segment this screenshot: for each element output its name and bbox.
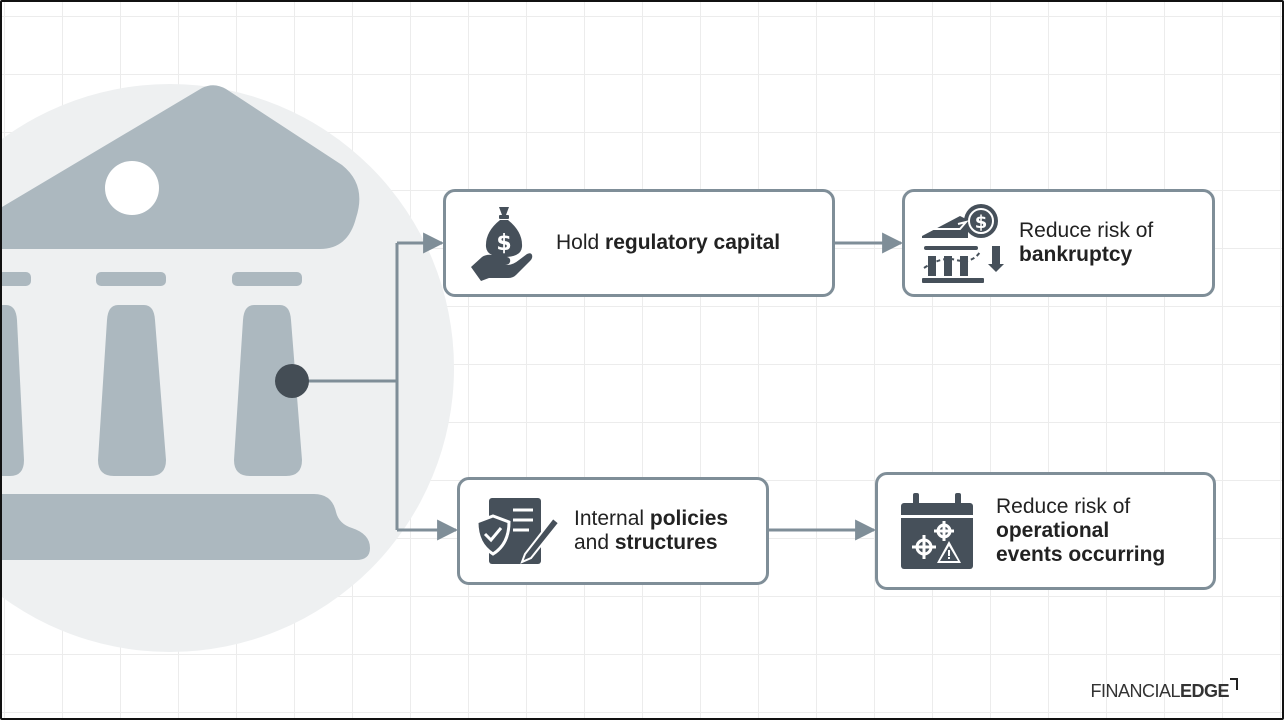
node-label: Reduce risk of operational events occurr… bbox=[996, 495, 1166, 566]
money-bag-hand-icon: $ bbox=[446, 192, 556, 294]
node-reduce-risk-bankruptcy: $ Reduce risk of bankruptcy bbox=[902, 189, 1215, 297]
node-internal-policies-structures: Internal policies and structures bbox=[457, 477, 769, 585]
svg-text:$: $ bbox=[496, 231, 511, 256]
shield-document-pen-icon bbox=[460, 480, 574, 582]
logo-corner-mark bbox=[1230, 678, 1238, 690]
node-label: Reduce risk of bankruptcy bbox=[1019, 219, 1154, 266]
node-reduce-risk-operational: Reduce risk of operational events occurr… bbox=[875, 472, 1216, 590]
node-label: Internal policies and structures bbox=[574, 507, 729, 554]
origin-dot bbox=[275, 364, 309, 398]
financial-edge-logo: FINANCIALEDGE bbox=[1090, 678, 1238, 702]
svg-text:$: $ bbox=[975, 212, 988, 233]
calendar-gears-warning-icon bbox=[878, 475, 996, 587]
node-label: Hold regulatory capital bbox=[556, 231, 781, 255]
bank-coin-down-icon: $ bbox=[905, 192, 1019, 294]
node-hold-regulatory-capital: $ Hold regulatory capital bbox=[443, 189, 835, 297]
